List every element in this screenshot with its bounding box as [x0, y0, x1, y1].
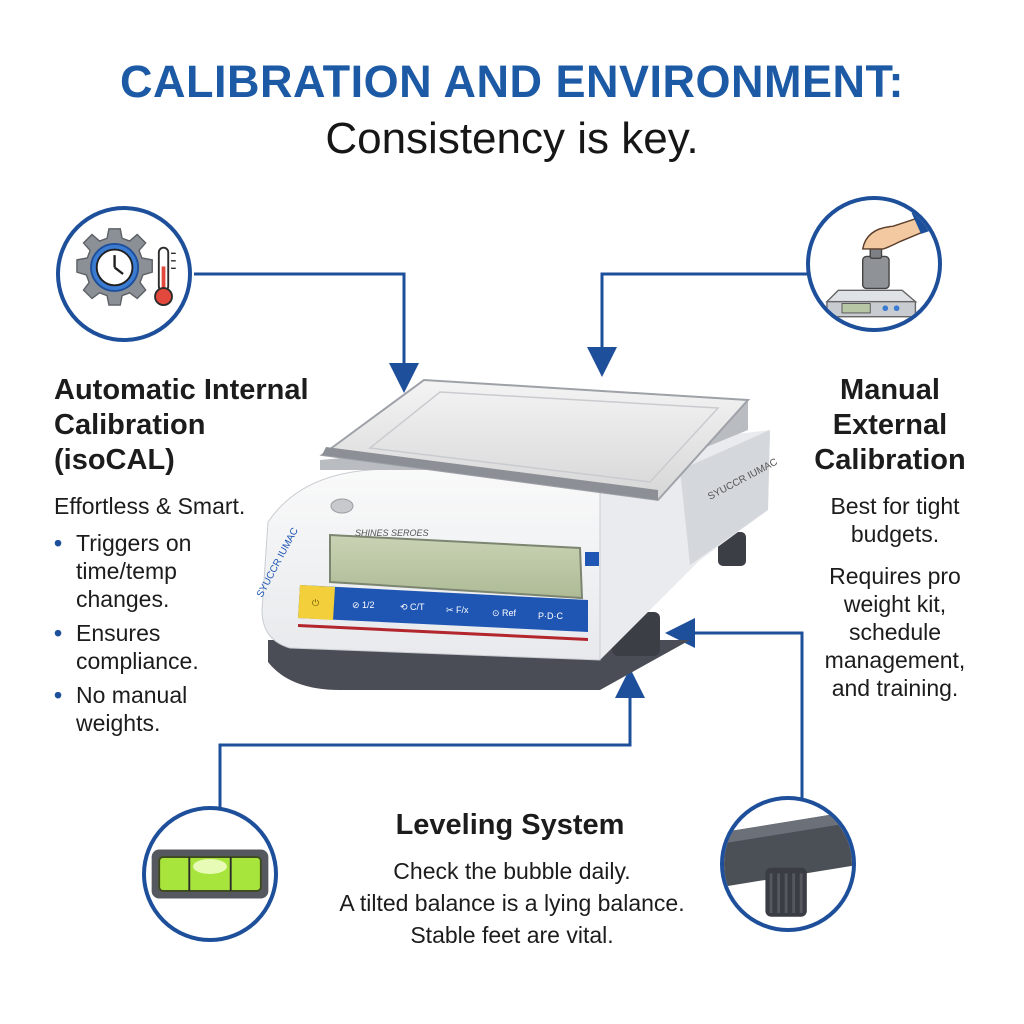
bullet-icon: •	[54, 620, 63, 646]
key-label: ⊘ 1/2	[352, 600, 375, 610]
heading-line: Calibration	[54, 409, 206, 441]
bullet-line: Triggers on	[76, 530, 192, 556]
bullet-line: compliance.	[76, 648, 199, 674]
key-label: ⟲ C/T	[400, 602, 425, 612]
power-key[interactable]	[298, 585, 335, 620]
connector-top-right	[587, 272, 808, 377]
analytical-balance: ⏻ ⊘ 1/2 ⟲ C/T ✂ F/x ⊙ Ref P·D·C SHINES S…	[255, 378, 780, 690]
text-line: Check the bubble daily.	[393, 858, 631, 884]
automatic-calibration-tagline: Effortless & Smart.	[54, 493, 246, 519]
heading-line: Automatic Internal	[54, 374, 309, 406]
model-label: SHINES SEROES	[355, 528, 429, 538]
manual-calibration-summary: Best for tight budgets.	[795, 492, 995, 548]
automatic-calibration-heading: Automatic Internal Calibration (isoCAL)	[54, 373, 374, 478]
text-line: budgets.	[850, 521, 940, 547]
leveling-system-text: Check the bubble daily. A tilted balance…	[262, 855, 762, 951]
text-line: Stable feet are vital.	[410, 922, 614, 948]
heading-line: Manual	[840, 374, 940, 406]
bullet-line: Ensures	[76, 620, 161, 646]
bullet-line: changes.	[76, 586, 170, 612]
key-label: P·D·C	[538, 611, 563, 621]
bullet-line: weights.	[76, 710, 161, 736]
leveling-foot-icon	[720, 796, 856, 932]
text-line: Requires pro	[829, 563, 961, 589]
page-subtitle: Consistency is key.	[325, 114, 699, 163]
heading-line: External	[832, 409, 948, 441]
hand-placing-weight-icon	[806, 196, 942, 332]
key-label: ✂ F/x	[446, 605, 469, 615]
automatic-calibration-bullets: • Triggers on time/temp changes. • Ensur…	[54, 529, 354, 743]
key-label: ⏻	[312, 598, 319, 608]
keypad-strip	[298, 585, 588, 632]
bubble-level-icon	[142, 806, 278, 942]
bullet-line: time/temp	[76, 558, 177, 584]
gear-clock-thermometer-icon	[56, 206, 192, 342]
manual-calibration-requirements: Requires pro weight kit, schedule manage…	[795, 562, 995, 702]
bullet-icon: •	[54, 530, 63, 556]
page-title: CALIBRATION AND ENVIRONMENT:	[120, 56, 904, 107]
connector-bottom-left	[218, 668, 645, 810]
lcd-display	[329, 533, 584, 600]
manual-calibration-heading: Manual External Calibration	[790, 373, 990, 478]
bullet-item: • Triggers on time/temp changes.	[54, 529, 354, 613]
bullet-item: • Ensures compliance.	[54, 619, 354, 675]
text-line: weight kit,	[843, 591, 947, 617]
heading-line: (isoCAL)	[54, 444, 175, 476]
text-line: Best for tight	[830, 493, 960, 519]
text-line: and training.	[831, 675, 959, 701]
bubble-indicator	[330, 498, 354, 514]
leveling-system-heading: Leveling System	[395, 809, 625, 841]
heading-line: Calibration	[814, 444, 966, 476]
connector-bottom-right	[665, 618, 804, 808]
key-label: ⊙ Ref	[492, 608, 517, 618]
bullet-item: • No manual weights.	[54, 681, 354, 737]
bullet-line: No manual	[76, 682, 188, 708]
text-line: schedule	[848, 619, 942, 645]
text-line: management,	[824, 647, 966, 673]
brand-logo-icon	[585, 552, 599, 566]
connector-top-left	[194, 272, 419, 393]
bullet-icon: •	[54, 682, 63, 708]
text-line: A tilted balance is a lying balance.	[339, 890, 685, 916]
